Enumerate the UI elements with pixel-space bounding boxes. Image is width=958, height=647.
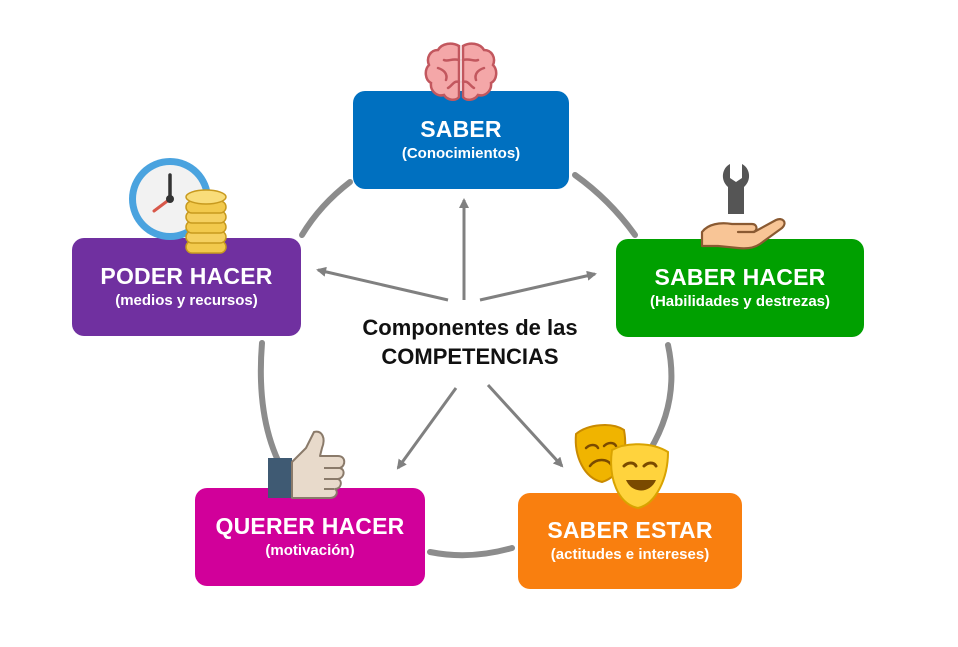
box-querer-hacer: QUERER HACER (motivación) [195,488,425,586]
box-saber-hacer: SABER HACER (Habilidades y destrezas) [616,239,864,337]
arrow-to-saber-estar [486,383,564,468]
box-saber-hacer-subtitle: (Habilidades y destrezas) [649,293,831,310]
box-poder-hacer-subtitle: (medios y recursos) [115,292,258,309]
box-querer-hacer-title: QUERER HACER [215,513,405,539]
arrow-to-poder-hacer [316,266,449,302]
box-saber-subtitle: (Conocimientos) [401,145,521,162]
ring-segment-saber-estar-to-querer-hacer [427,545,515,559]
box-saber: SABER (Conocimientos) [353,91,569,189]
box-saber-estar: SABER ESTAR (actitudes e intereses) [518,493,742,589]
box-querer-hacer-subtitle: (motivación) [265,542,355,559]
ring-segment-saber-hacer-to-saber-estar [647,342,675,453]
box-poder-hacer: PODER HACER (medios y recursos) [72,238,301,336]
box-poder-hacer-title: PODER HACER [100,263,273,289]
brain-icon [424,42,498,101]
arrow-to-saber-hacer [479,270,597,302]
center-title-line2: COMPETENCIAS [381,344,559,369]
thumbs-up-icon [268,430,346,499]
box-saber-estar-title: SABER ESTAR [547,517,713,543]
center-title-line1: Componentes de las [362,315,578,340]
arrow-to-querer-hacer [396,387,458,470]
theater-masks-icon [574,424,670,510]
box-saber-hacer-title: SABER HACER [654,264,826,290]
center-title: Componentes de las COMPETENCIAS [320,313,620,371]
wrench-hand-icon [700,164,786,250]
box-saber-estar-subtitle: (actitudes e intereses) [550,546,710,563]
ring-segment-poder-hacer-to-saber [299,179,353,238]
box-saber-title: SABER [420,116,502,142]
clock-coins-icon [129,158,227,254]
ring-segment-saber-to-saber-hacer [572,172,638,238]
